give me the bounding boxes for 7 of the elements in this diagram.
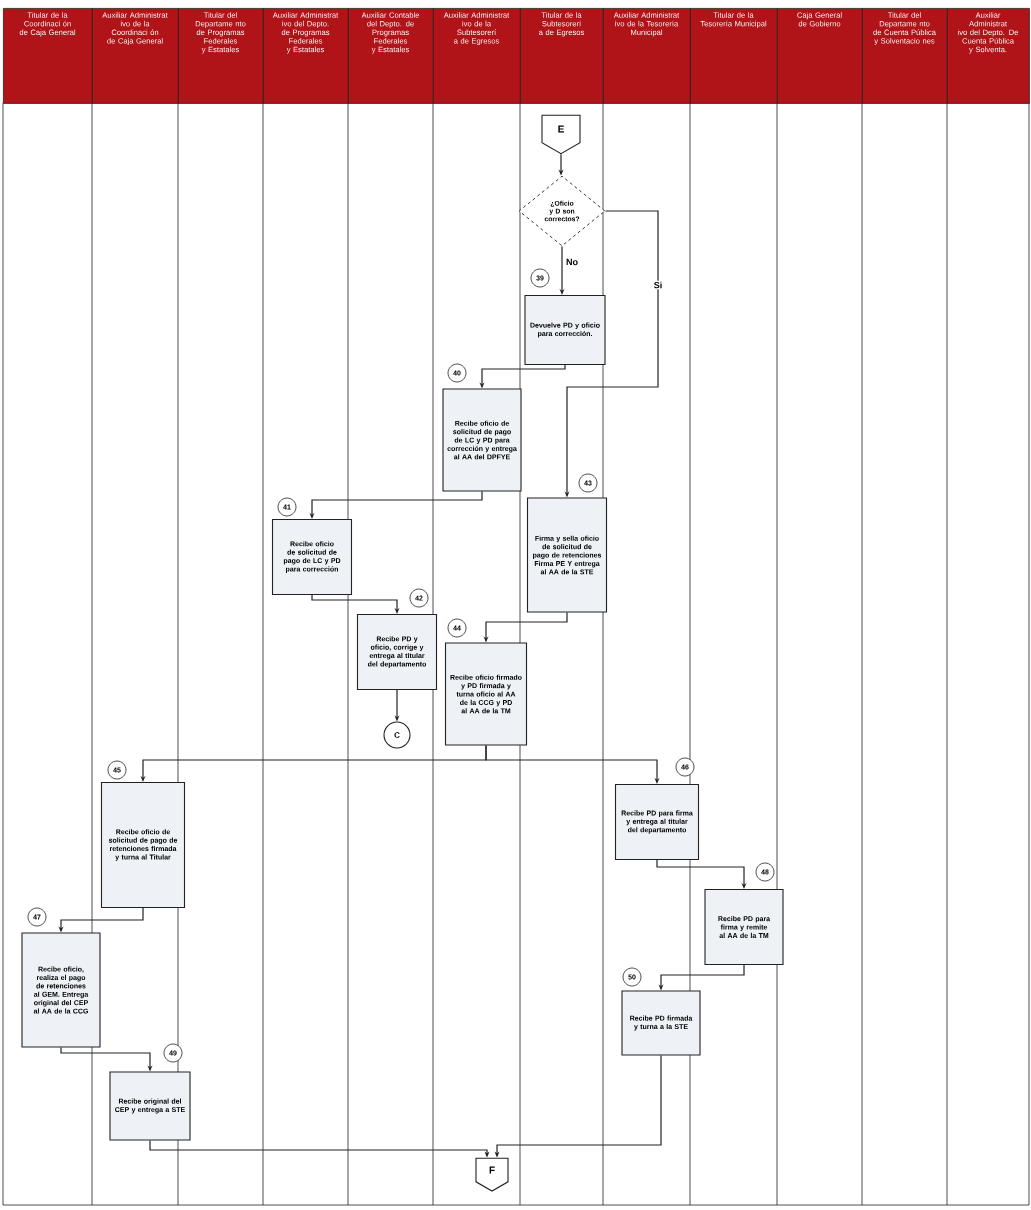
edge-label: No [565,257,579,267]
arrow [311,594,400,614]
off-page-connector: F [475,1157,509,1192]
arrow [656,859,747,889]
arrow [485,744,660,784]
off-page-connector: E [541,114,581,155]
edge-label: Si [652,280,664,290]
